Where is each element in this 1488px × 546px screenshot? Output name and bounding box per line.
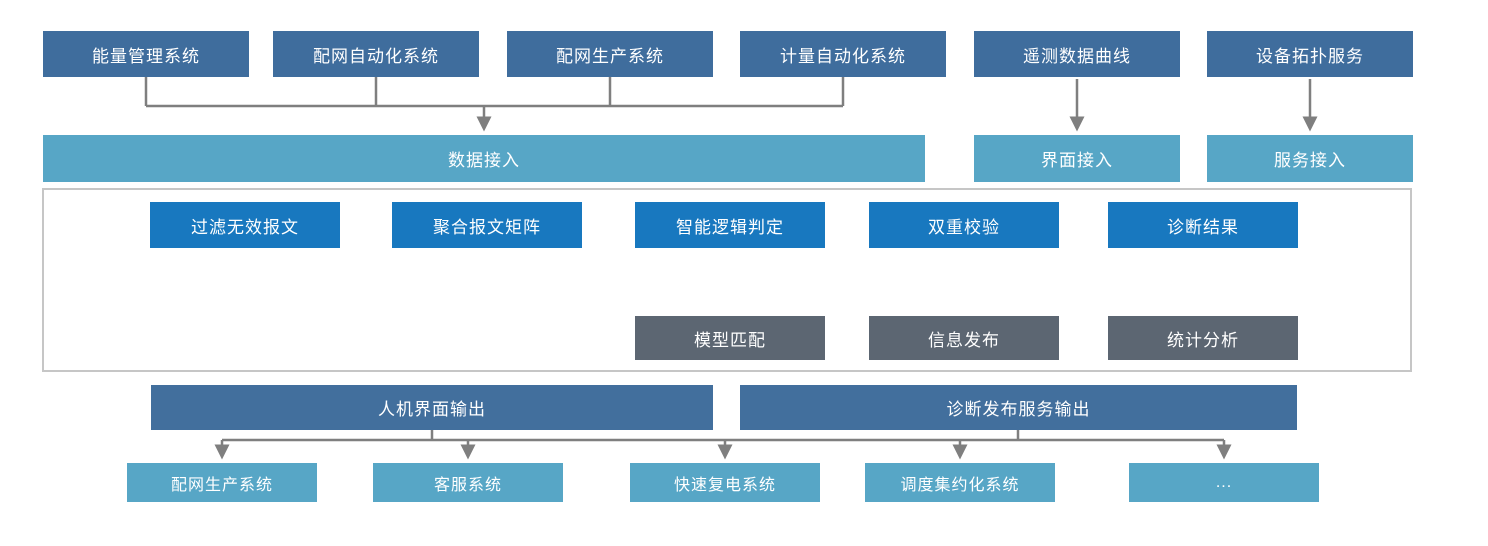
source-box-telemetry-curve: 遥测数据曲线 [974,31,1180,77]
source-box-distribution-production: 配网生产系统 [507,31,713,77]
source-box-energy-management: 能量管理系统 [43,31,249,77]
access-bar-service: 服务接入 [1207,135,1413,182]
source-box-metering-automation: 计量自动化系统 [740,31,946,77]
process-step-diagnosis-result: 诊断结果 [1108,202,1298,248]
process-step-aggregate-message-matrix: 聚合报文矩阵 [392,202,582,248]
consumer-box-dispatch-intensive: 调度集约化系统 [865,463,1055,502]
wires-telemetry-topology [1069,79,1318,132]
process-step-intelligent-logic-judgment: 智能逻辑判定 [635,202,825,248]
output-bus-hmi: 人机界面输出 [151,385,713,430]
source-box-device-topology: 设备拓扑服务 [1207,31,1413,77]
output-bus-diagnosis-publishing-service: 诊断发布服务输出 [740,385,1297,430]
consumer-box-customer-service: 客服系统 [373,463,563,502]
consumer-box-distribution-production: 配网生产系统 [127,463,317,502]
analysis-box-information-publishing: 信息发布 [869,316,1059,360]
consumer-box-more: ... [1129,463,1319,502]
analysis-box-statistical-analysis: 统计分析 [1108,316,1298,360]
consumer-box-fast-power-restoration: 快速复电系统 [630,463,820,502]
process-step-filter-invalid-messages: 过滤无效报文 [150,202,340,248]
wires-sources-to-data-access [144,77,845,132]
wires-buses-to-consumers [214,430,1232,460]
source-box-distribution-automation: 配网自动化系统 [273,31,479,77]
analysis-box-model-matching: 模型匹配 [635,316,825,360]
access-bar-data: 数据接入 [43,135,925,182]
access-bar-ui: 界面接入 [974,135,1180,182]
process-step-double-verification: 双重校验 [869,202,1059,248]
